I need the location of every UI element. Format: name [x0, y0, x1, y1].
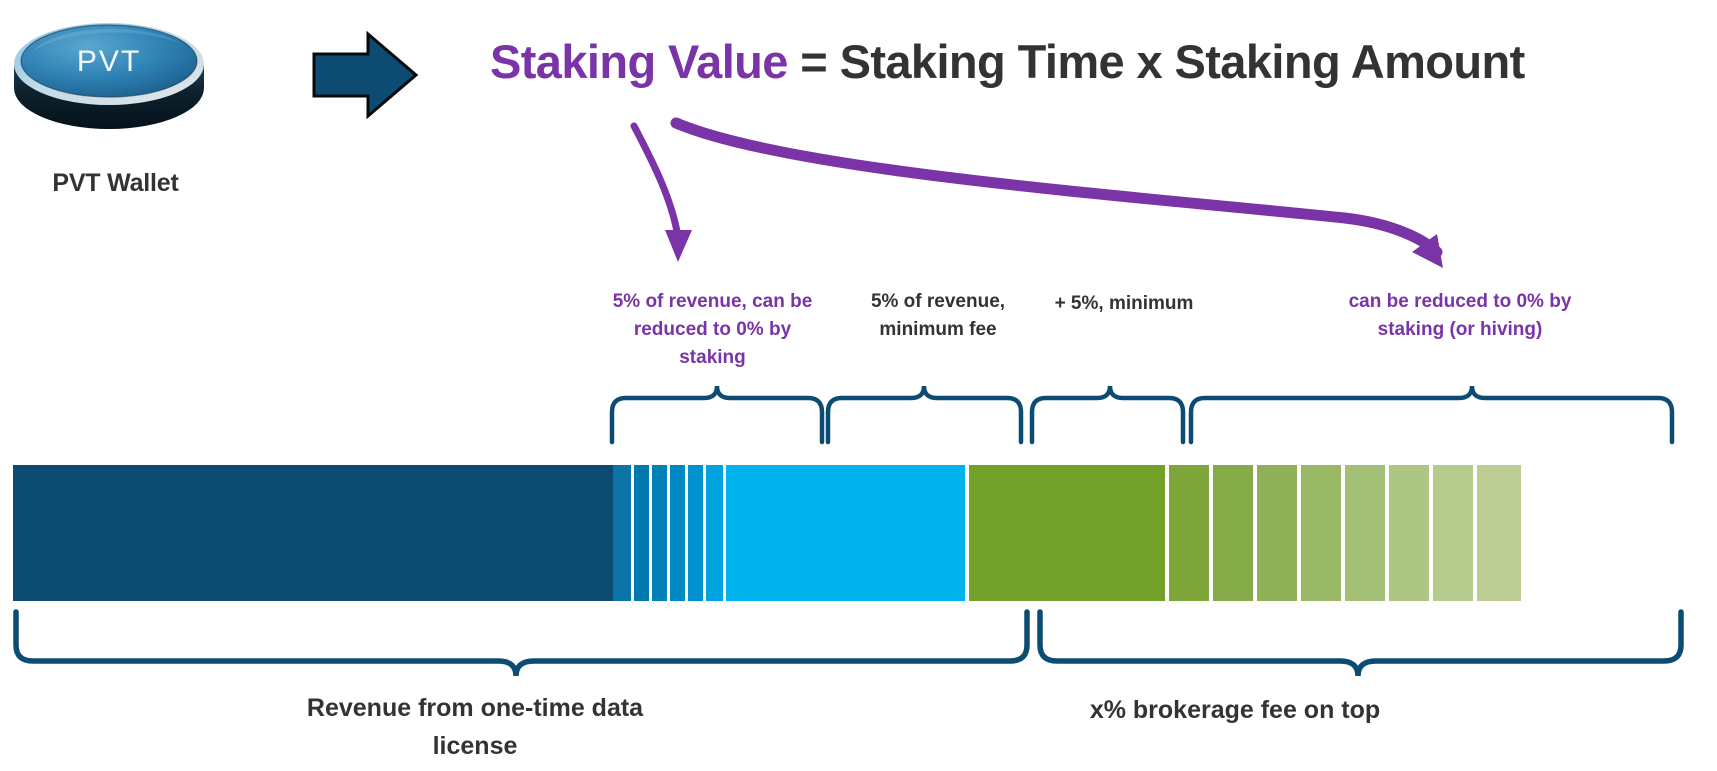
- pvt-token-coin-icon: PVT: [14, 23, 204, 129]
- annotation-staking-reduction-label: 5% of revenue, can be reduced to 0% by s…: [612, 291, 813, 369]
- bar-group-divider: [965, 465, 969, 601]
- stacked-bar: [13, 465, 1521, 601]
- brace-staking-steps: [609, 385, 825, 445]
- annotation-minimum-fee-label: 5% of revenue, minimum fee: [870, 291, 1006, 341]
- arrow-to-first-blue-group-icon: [630, 122, 692, 262]
- arrow-to-green-group-icon: [670, 117, 1443, 268]
- brace-revenue-total: [13, 609, 1030, 677]
- block-arrow-right-icon: [312, 30, 419, 120]
- annotation-hiving-reduction-label: can be reduced to 0% by staking (or hivi…: [1348, 291, 1572, 341]
- annotation-plus-five-percent-label: + 5%, minimum: [1054, 293, 1194, 314]
- bar-segment-brokerage-step-3: [1257, 465, 1297, 601]
- brace-brokerage-base: [1029, 385, 1186, 445]
- bar-segment-staking-step-2: [634, 465, 649, 601]
- bar-segment-brokerage-step-4: [1301, 465, 1341, 601]
- bar-segment-brokerage-step-8: [1477, 465, 1521, 601]
- bar-segment-brokerage-step-1: [1169, 465, 1209, 601]
- bar-segment-minimum-fee: [726, 465, 965, 601]
- bar-segment-base-revenue: [13, 465, 613, 601]
- bar-segment-brokerage-base: [969, 465, 1165, 601]
- bar-segment-staking-step-4: [670, 465, 685, 601]
- bar-segment-staking-step-3: [652, 465, 667, 601]
- brace-minimum-fee: [825, 385, 1024, 445]
- bar-segment-staking-step-1: [613, 465, 631, 601]
- bar-segment-brokerage-step-6: [1389, 465, 1429, 601]
- bar-segment-brokerage-step-2: [1213, 465, 1253, 601]
- brace-brokerage-steps: [1188, 385, 1675, 445]
- brace-brokerage-total: [1037, 609, 1684, 677]
- bar-segment-staking-step-5: [688, 465, 703, 601]
- bar-segment-brokerage-step-5: [1345, 465, 1385, 601]
- bottom-label-revenue: Revenue from one-time data license: [306, 694, 644, 760]
- page-title: Staking Value = Staking Time x Staking A…: [490, 34, 1525, 89]
- pvt-wallet-group: PVT PVT Wallet: [8, 14, 223, 204]
- pvt-token-text: PVT: [77, 45, 141, 78]
- pvt-wallet-label: PVT Wallet: [52, 169, 179, 197]
- page-title-rest: = Staking Time x Staking Amount: [787, 35, 1525, 88]
- bottom-label-brokerage: x% brokerage fee on top: [1089, 696, 1381, 724]
- page-title-accent: Staking Value: [490, 35, 788, 88]
- bar-segment-staking-step-6: [706, 465, 723, 601]
- bar-segment-brokerage-step-7: [1433, 465, 1473, 601]
